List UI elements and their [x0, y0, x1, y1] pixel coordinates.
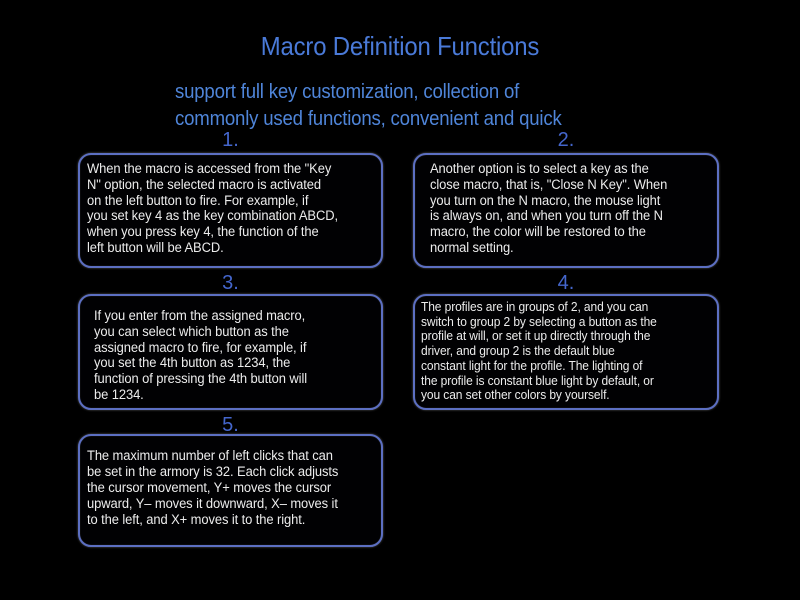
feature-box-5: The maximum number of left clicks that c… [78, 434, 383, 547]
feature-box-1-text: When the macro is accessed from the "Key… [87, 161, 338, 255]
feature-box-5-text: The maximum number of left clicks that c… [87, 448, 339, 527]
page-title: Macro Definition Functions [260, 31, 540, 61]
page-subtitle: support full key customization, collecti… [175, 81, 562, 130]
feature-box-3-text: If you enter from the assigned macro, yo… [94, 308, 308, 402]
feature-box-3: If you enter from the assigned macro, yo… [78, 294, 383, 410]
step-number-5: 5. [222, 414, 239, 436]
feature-box-2-text: Another option is to select a key as the… [430, 161, 668, 255]
feature-box-1: When the macro is accessed from the "Key… [78, 153, 383, 268]
step-number-1: 1. [222, 129, 239, 151]
step-number-2: 2. [557, 129, 575, 151]
feature-box-2: Another option is to select a key as the… [413, 153, 719, 268]
feature-box-4: The profiles are in groups of 2, and you… [413, 294, 719, 410]
step-number-3: 3. [222, 272, 239, 294]
step-number-4: 4. [557, 272, 575, 294]
feature-box-4-text: The profiles are in groups of 2, and you… [421, 300, 657, 403]
